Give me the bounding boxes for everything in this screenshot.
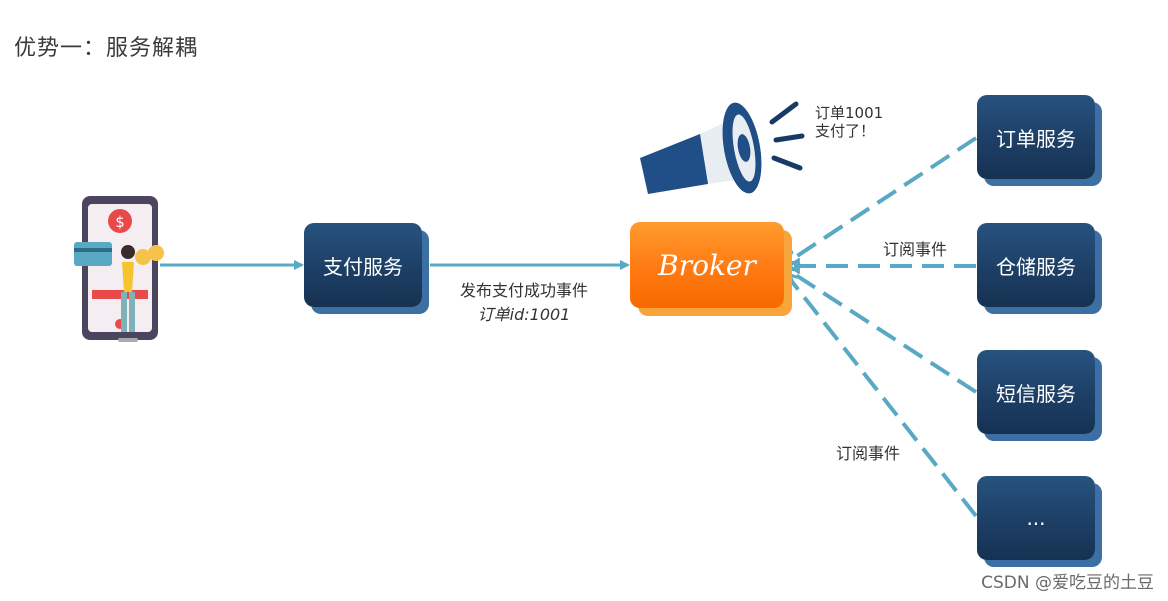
sms-service-box: 短信服务 xyxy=(977,350,1095,434)
subscribe-label-bottom: 订阅事件 xyxy=(836,444,901,463)
announcement-text: 订单1001 支付了！ xyxy=(815,104,883,140)
watermark: CSDN @爱吃豆的土豆 xyxy=(981,573,1154,593)
broker-box: Broker xyxy=(630,222,784,308)
order-service-box: 订单服务 xyxy=(977,95,1095,179)
subscribe-arrow-order xyxy=(788,136,978,262)
megaphone-icon xyxy=(640,101,805,194)
storage-service-box: 仓储服务 xyxy=(977,223,1095,307)
publish-event-label: 发布支付成功事件 订单id:1001 xyxy=(450,277,598,325)
more-services-box: ... xyxy=(977,476,1095,560)
publish-event-line1: 发布支付成功事件 xyxy=(459,281,588,300)
subscribe-arrow-sms xyxy=(788,270,978,394)
page-title: 优势一：服务解耦 xyxy=(14,36,199,61)
payment-service-box: 支付服务 xyxy=(304,223,422,307)
announcement-line2: 支付了！ xyxy=(815,122,876,140)
subscribe-label-top: 订阅事件 xyxy=(883,240,948,259)
publish-event-line2: 订单id:1001 xyxy=(477,305,571,324)
announcement-line1: 订单1001 xyxy=(815,104,884,122)
svg-text:$: $ xyxy=(115,213,125,231)
subscribe-arrow-more xyxy=(786,274,978,518)
phone-payment-icon: $ xyxy=(74,196,164,342)
